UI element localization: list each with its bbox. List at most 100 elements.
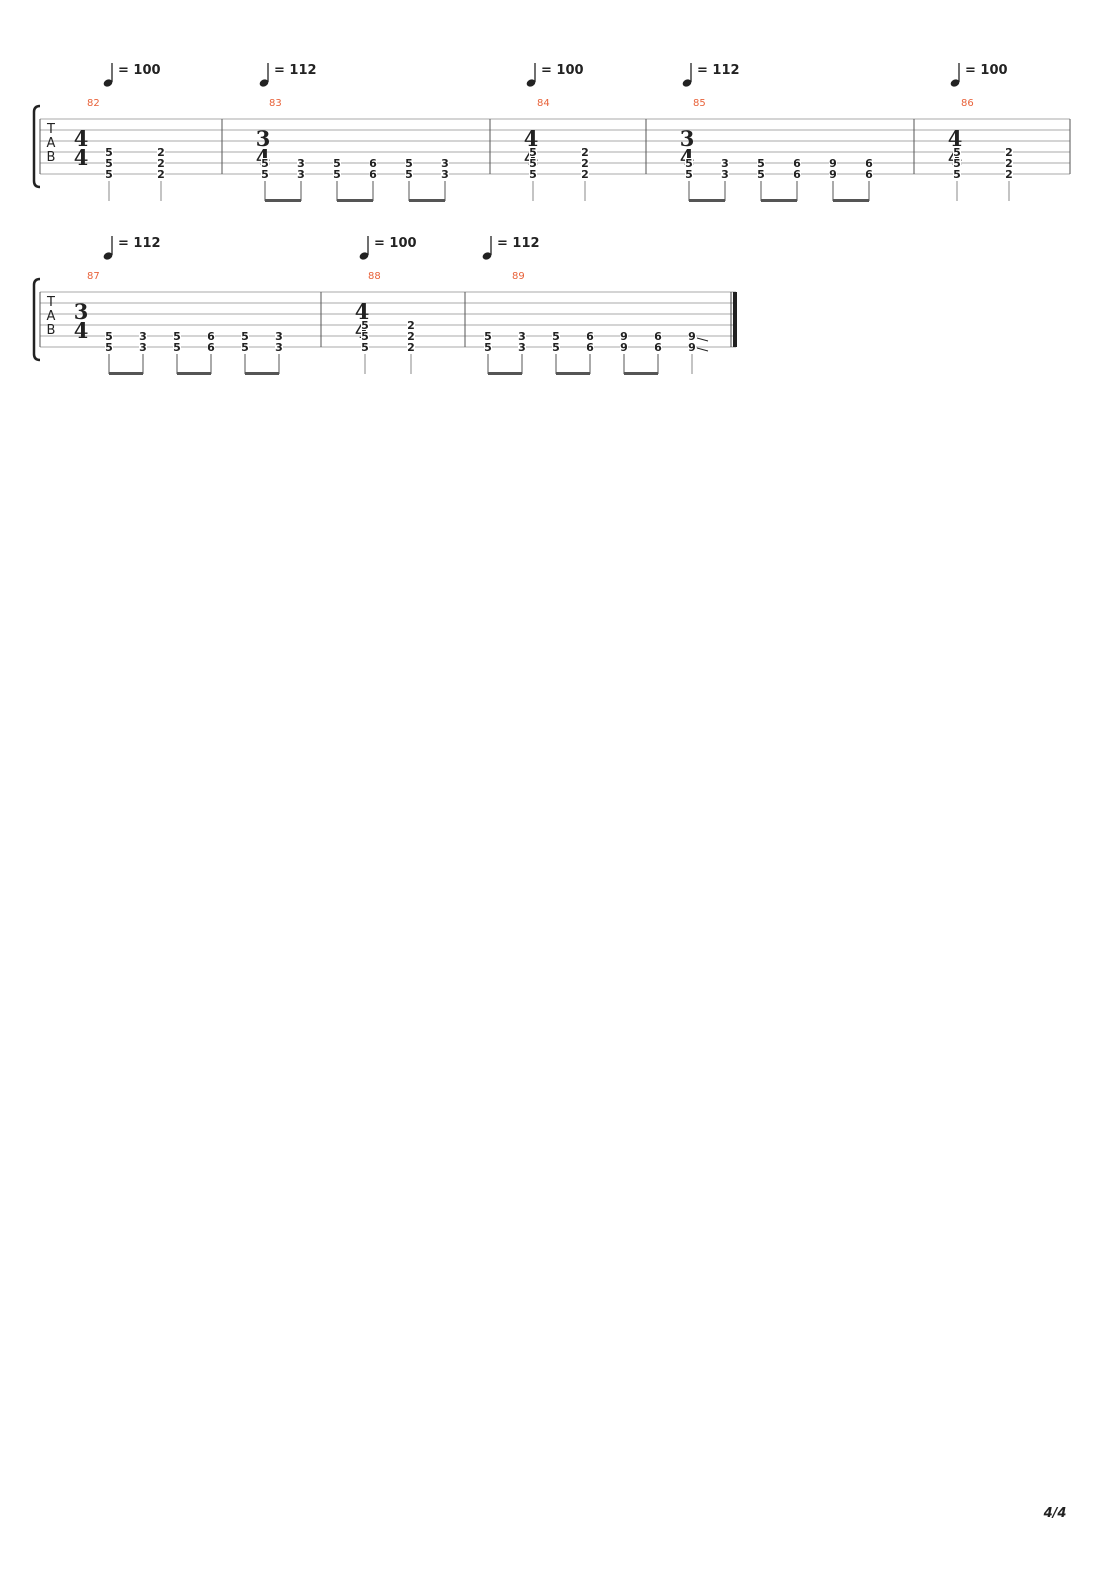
- fret-number: 5: [241, 330, 249, 343]
- fret-background: [620, 331, 628, 341]
- fret-number: 6: [207, 341, 215, 354]
- fret-background: [241, 342, 249, 352]
- fret-number: 9: [620, 341, 628, 354]
- beat: 55: [685, 157, 693, 201]
- quarter-note-icon: [526, 79, 536, 87]
- time-signature-numerator: 4: [948, 126, 963, 151]
- eighth-beam: [624, 372, 658, 375]
- fret-number: 2: [157, 146, 165, 159]
- tab-clef-letter: A: [47, 136, 56, 151]
- fret-background: [405, 169, 413, 179]
- fret-number: 5: [241, 341, 249, 354]
- fret-background: [361, 320, 369, 330]
- fret-number: 3: [275, 341, 283, 354]
- fret-background: [333, 158, 341, 168]
- fret-background: [529, 147, 537, 157]
- tempo-marking: = 112: [682, 63, 740, 87]
- fret-number: 5: [685, 157, 693, 170]
- time-signature-numerator: 3: [680, 126, 695, 151]
- fret-background: [407, 320, 415, 330]
- fret-background: [581, 169, 589, 179]
- fret-background: [157, 147, 165, 157]
- tab-clef-letter: B: [47, 150, 56, 165]
- beat: 222: [157, 146, 165, 201]
- fret-number: 3: [518, 341, 526, 354]
- fret-number: 5: [552, 341, 560, 354]
- fret-background: [1005, 158, 1013, 168]
- fret-background: [407, 342, 415, 352]
- fret-background: [369, 158, 377, 168]
- fret-number: 3: [721, 157, 729, 170]
- fret-background: [105, 169, 113, 179]
- fret-number: 5: [261, 168, 269, 181]
- fret-background: [581, 147, 589, 157]
- fret-background: [139, 342, 147, 352]
- fret-background: [953, 147, 961, 157]
- fret-background: [297, 158, 305, 168]
- fret-background: [157, 158, 165, 168]
- fret-background: [953, 169, 961, 179]
- eighth-beam: [245, 372, 279, 375]
- tempo-marking: = 112: [482, 236, 540, 260]
- fret-background: [297, 169, 305, 179]
- fret-background: [757, 158, 765, 168]
- fret-number: 2: [157, 168, 165, 181]
- fret-background: [484, 342, 492, 352]
- tab-clef-letter: T: [46, 122, 55, 137]
- fret-background: [173, 342, 181, 352]
- fret-background: [518, 331, 526, 341]
- eighth-beam: [761, 199, 797, 202]
- fret-number: 3: [721, 168, 729, 181]
- tempo-text: = 112: [697, 63, 740, 78]
- fret-number: 5: [529, 157, 537, 170]
- beat: 555: [361, 319, 369, 374]
- fret-number: 5: [361, 330, 369, 343]
- fret-background: [721, 158, 729, 168]
- tempo-marking: = 100: [526, 63, 584, 87]
- fret-number: 6: [369, 168, 377, 181]
- fret-background: [1005, 147, 1013, 157]
- fret-number: 5: [333, 157, 341, 170]
- fret-number: 5: [361, 341, 369, 354]
- time-signature-numerator: 3: [256, 126, 271, 151]
- fret-number: 2: [1005, 157, 1013, 170]
- beat: 55: [757, 157, 765, 201]
- fret-number: 2: [1005, 168, 1013, 181]
- fret-number: 2: [581, 157, 589, 170]
- fret-background: [586, 331, 594, 341]
- fret-background: [793, 158, 801, 168]
- fret-number: 5: [105, 341, 113, 354]
- tab-clef-letter: B: [47, 323, 56, 338]
- fret-background: [552, 331, 560, 341]
- tempo-marking: = 112: [259, 63, 317, 87]
- beat: 66: [654, 330, 662, 374]
- tempo-text: = 112: [118, 236, 161, 251]
- fret-number: 3: [139, 330, 147, 343]
- fret-background: [105, 147, 113, 157]
- fret-background: [688, 331, 696, 341]
- eighth-beam: [833, 199, 869, 202]
- beat: 555: [105, 146, 113, 201]
- fret-background: [529, 158, 537, 168]
- fret-background: [369, 169, 377, 179]
- fret-number: 5: [953, 157, 961, 170]
- fret-number: 2: [407, 319, 415, 332]
- fret-background: [829, 158, 837, 168]
- tempo-text: = 100: [374, 236, 417, 251]
- tab-clef-letter: T: [46, 295, 55, 310]
- measure-number: 87: [87, 271, 100, 282]
- fret-number: 2: [581, 168, 589, 181]
- fret-number: 5: [333, 168, 341, 181]
- fret-number: 6: [654, 330, 662, 343]
- fret-background: [1005, 169, 1013, 179]
- quarter-note-icon: [259, 79, 269, 87]
- beat: 66: [793, 157, 801, 201]
- fret-background: [275, 331, 283, 341]
- time-signature-numerator: 4: [524, 126, 539, 151]
- fret-number: 5: [484, 330, 492, 343]
- measure-number: 88: [368, 271, 381, 282]
